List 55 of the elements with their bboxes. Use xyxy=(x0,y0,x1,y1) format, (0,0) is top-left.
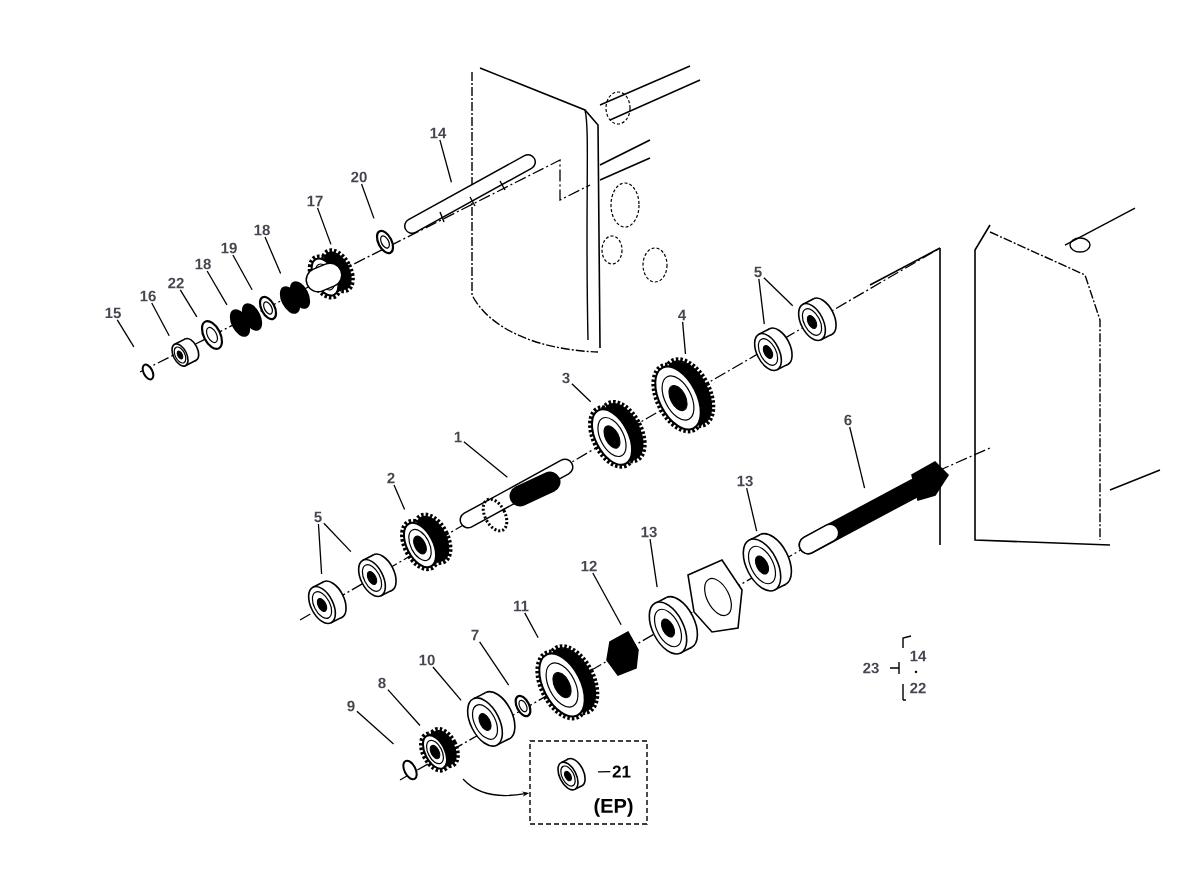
leader-line xyxy=(206,270,228,306)
leader-line xyxy=(478,641,510,686)
leader-line xyxy=(597,771,611,773)
leader-line xyxy=(463,441,508,478)
callout-number: 23 xyxy=(863,662,879,674)
leader-line xyxy=(849,426,866,489)
callout-number: 13 xyxy=(641,526,657,538)
callout-number: 3 xyxy=(562,372,570,384)
leader-line xyxy=(571,383,592,403)
leader-line xyxy=(763,277,794,307)
leader-line xyxy=(681,321,687,355)
callout-number: 11 xyxy=(514,600,529,612)
callout-number: 22 xyxy=(910,682,926,694)
callout-number: 6 xyxy=(844,414,852,426)
leader-line xyxy=(317,523,323,575)
callout-number: 7 xyxy=(471,629,479,641)
leader-line xyxy=(432,666,462,702)
callout-number: 15 xyxy=(105,307,121,319)
callout-number: 20 xyxy=(351,171,367,183)
callout-number: 22 xyxy=(168,277,184,289)
leader-line xyxy=(439,139,453,183)
leader-line xyxy=(316,207,332,245)
callout-number: 18 xyxy=(254,224,270,236)
callout-number: 21 xyxy=(612,765,631,778)
callout-number: 18 xyxy=(195,258,211,270)
callout-number: 5 xyxy=(754,266,762,278)
callout-number: 1 xyxy=(454,431,462,443)
callout-number: 2 xyxy=(387,472,395,484)
callout-number: 9 xyxy=(347,700,355,712)
leader-line xyxy=(151,302,170,337)
callout-number: 8 xyxy=(378,677,386,689)
leader-line xyxy=(592,572,622,626)
callout-number: 14 xyxy=(430,127,447,139)
leader-line xyxy=(393,484,406,511)
leader-line xyxy=(179,289,198,318)
leader-line xyxy=(116,319,135,348)
leader-line xyxy=(360,183,375,219)
callout-number: 10 xyxy=(419,654,435,666)
callout-number: 14 xyxy=(910,650,927,662)
callout-number: 12 xyxy=(581,560,597,572)
leader-line xyxy=(746,487,758,532)
callout-number: 5 xyxy=(314,511,322,523)
leader-line xyxy=(356,710,395,745)
leader-line xyxy=(649,538,658,588)
callout-number: 4 xyxy=(678,309,687,321)
leader-line xyxy=(323,522,352,553)
callout-number: 17 xyxy=(307,195,323,207)
callout-number: 16 xyxy=(140,290,156,302)
leader-line xyxy=(524,612,539,639)
leader-line xyxy=(232,254,253,291)
leader-line xyxy=(387,688,421,727)
leader-line xyxy=(264,236,282,275)
callout-number: 19 xyxy=(221,242,237,254)
leader-line xyxy=(758,278,765,325)
callout-number: 13 xyxy=(737,475,753,487)
